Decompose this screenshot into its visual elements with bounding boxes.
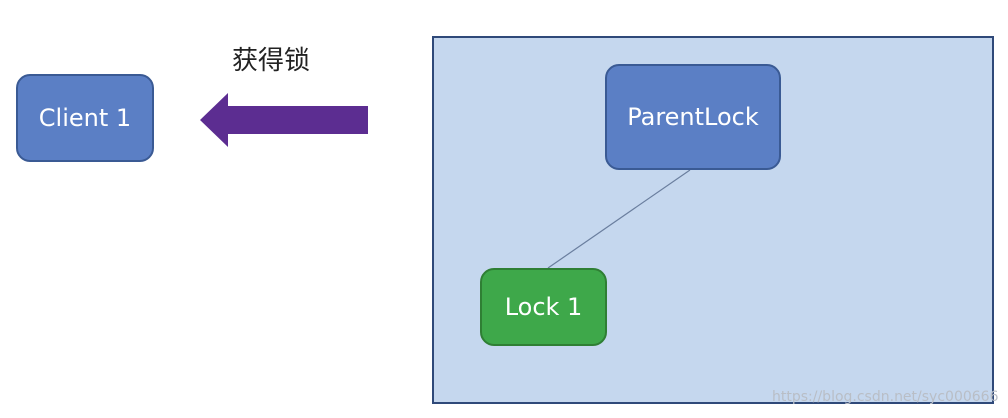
parent-to-lock1-connector — [547, 169, 691, 269]
watermark: https://blog.csdn.net/syc000666 — [772, 389, 999, 405]
lock-1-node: Lock 1 — [480, 268, 607, 346]
arrow-label: 获得锁 — [232, 46, 311, 76]
acquire-lock-arrow — [200, 93, 368, 147]
parent-lock-node: ParentLock — [605, 64, 781, 170]
client-1-node: Client 1 — [16, 74, 154, 162]
